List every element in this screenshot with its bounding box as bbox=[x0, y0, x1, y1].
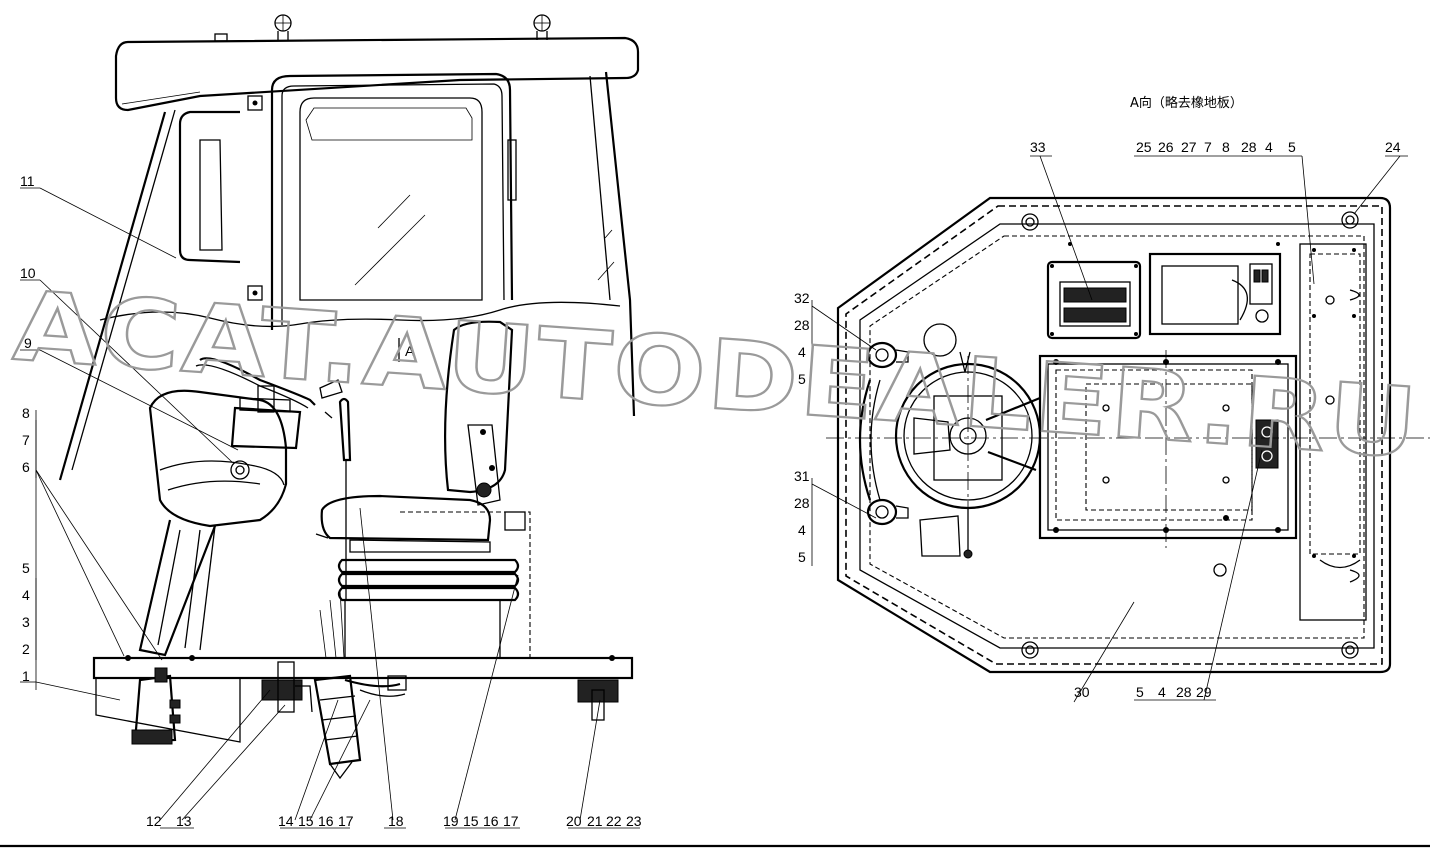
seat-base-plate bbox=[1038, 354, 1298, 540]
callout-4b: 4 bbox=[798, 522, 806, 538]
callout-5: 5 bbox=[22, 560, 30, 576]
callout-11: 11 bbox=[20, 173, 35, 189]
view-a-title: A向（略去橡地板） bbox=[1130, 95, 1243, 111]
callout-21: 21 bbox=[587, 813, 603, 829]
callout-23: 23 bbox=[626, 813, 642, 829]
grab-handle bbox=[178, 110, 241, 264]
cab-door-frame bbox=[270, 72, 514, 330]
callout-28t: 28 bbox=[1241, 139, 1257, 155]
corner-bolt-tl bbox=[1021, 213, 1039, 231]
right-view-leaders bbox=[811, 155, 1408, 703]
cab-floor-plate bbox=[92, 656, 634, 680]
corner-bolt-tr bbox=[1341, 211, 1359, 229]
left-view-callouts: 11 10 9 8 7 6 5 4 3 2 1 12 13 14 15 16 1… bbox=[20, 173, 642, 829]
callout-30: 30 bbox=[1074, 684, 1090, 700]
callout-5a: 5 bbox=[798, 371, 806, 387]
callout-7: 7 bbox=[22, 432, 30, 448]
corner-bolt-bl bbox=[1021, 641, 1039, 659]
callout-33: 33 bbox=[1030, 139, 1046, 155]
callout-12: 12 bbox=[146, 813, 162, 829]
pilot-valve bbox=[313, 674, 407, 780]
callout-13: 13 bbox=[176, 813, 192, 829]
callout-9: 9 bbox=[24, 335, 32, 351]
callout-28a: 28 bbox=[794, 317, 810, 333]
callout-14: 14 bbox=[278, 813, 294, 829]
fitting-32 bbox=[866, 341, 909, 369]
callout-5b: 5 bbox=[798, 549, 806, 565]
callout-29: 29 bbox=[1196, 684, 1212, 700]
callout-4: 4 bbox=[22, 587, 30, 603]
callout-10: 10 bbox=[20, 265, 36, 281]
callout-28b: 28 bbox=[794, 495, 810, 511]
cab-roof bbox=[114, 36, 640, 112]
callout-8: 8 bbox=[22, 405, 30, 421]
cab-mount-front bbox=[261, 661, 303, 713]
cab-floor-plan-view bbox=[826, 196, 1430, 674]
vent-grille bbox=[1046, 260, 1142, 340]
callout-2: 2 bbox=[22, 641, 30, 657]
callout-17: 17 bbox=[338, 813, 354, 829]
control-lever bbox=[319, 379, 352, 600]
floor-outline bbox=[836, 196, 1392, 674]
callout-4t: 4 bbox=[1265, 139, 1273, 155]
callout-16b: 16 bbox=[483, 813, 499, 829]
callout-25: 25 bbox=[1136, 139, 1152, 155]
callout-28c: 28 bbox=[1176, 684, 1192, 700]
callout-4a: 4 bbox=[798, 344, 806, 360]
steering-wheel bbox=[195, 357, 316, 450]
callout-5c: 5 bbox=[1136, 684, 1144, 700]
callout-26: 26 bbox=[1158, 139, 1174, 155]
callout-19: 19 bbox=[443, 813, 459, 829]
callout-15: 15 bbox=[298, 813, 314, 829]
callout-22: 22 bbox=[606, 813, 622, 829]
callout-27: 27 bbox=[1181, 139, 1197, 155]
callout-8r: 8 bbox=[1222, 139, 1230, 155]
callout-16: 16 bbox=[318, 813, 334, 829]
cab-rear-pillar bbox=[604, 71, 636, 417]
callout-1: 1 bbox=[22, 668, 30, 684]
cab-front-pillar bbox=[58, 111, 167, 481]
watermark: ACAT.AUTODEALER.RU bbox=[10, 270, 1422, 480]
control-panel-box bbox=[1148, 252, 1282, 336]
section-marker-a: A bbox=[405, 343, 415, 359]
callout-17b: 17 bbox=[503, 813, 519, 829]
roof-lifting-eye-right bbox=[533, 14, 551, 40]
left-view-leaders bbox=[20, 187, 640, 829]
fitting-31 bbox=[866, 498, 909, 526]
callout-4c: 4 bbox=[1158, 684, 1166, 700]
door-window bbox=[299, 97, 483, 301]
callout-24: 24 bbox=[1385, 139, 1401, 155]
callout-20: 20 bbox=[566, 813, 582, 829]
cab-mount-rear bbox=[577, 679, 619, 721]
cab-side-view: A bbox=[58, 14, 640, 780]
callout-31: 31 bbox=[794, 468, 810, 484]
callout-5t: 5 bbox=[1288, 139, 1296, 155]
callout-7r: 7 bbox=[1204, 139, 1212, 155]
corner-bolt-br bbox=[1341, 641, 1359, 659]
callout-15b: 15 bbox=[463, 813, 479, 829]
steering-console bbox=[138, 389, 288, 657]
brake-valve bbox=[131, 667, 181, 745]
cutaway-line bbox=[99, 301, 621, 328]
roof-lifting-eye-left bbox=[274, 14, 292, 40]
callout-18: 18 bbox=[388, 813, 404, 829]
callout-32: 32 bbox=[794, 290, 810, 306]
side-panel bbox=[1299, 243, 1367, 621]
callout-6: 6 bbox=[22, 459, 30, 475]
right-view-callouts: 33 25 26 27 7 8 28 4 5 24 32 28 4 5 31 2… bbox=[794, 139, 1401, 700]
callout-3: 3 bbox=[22, 614, 30, 630]
